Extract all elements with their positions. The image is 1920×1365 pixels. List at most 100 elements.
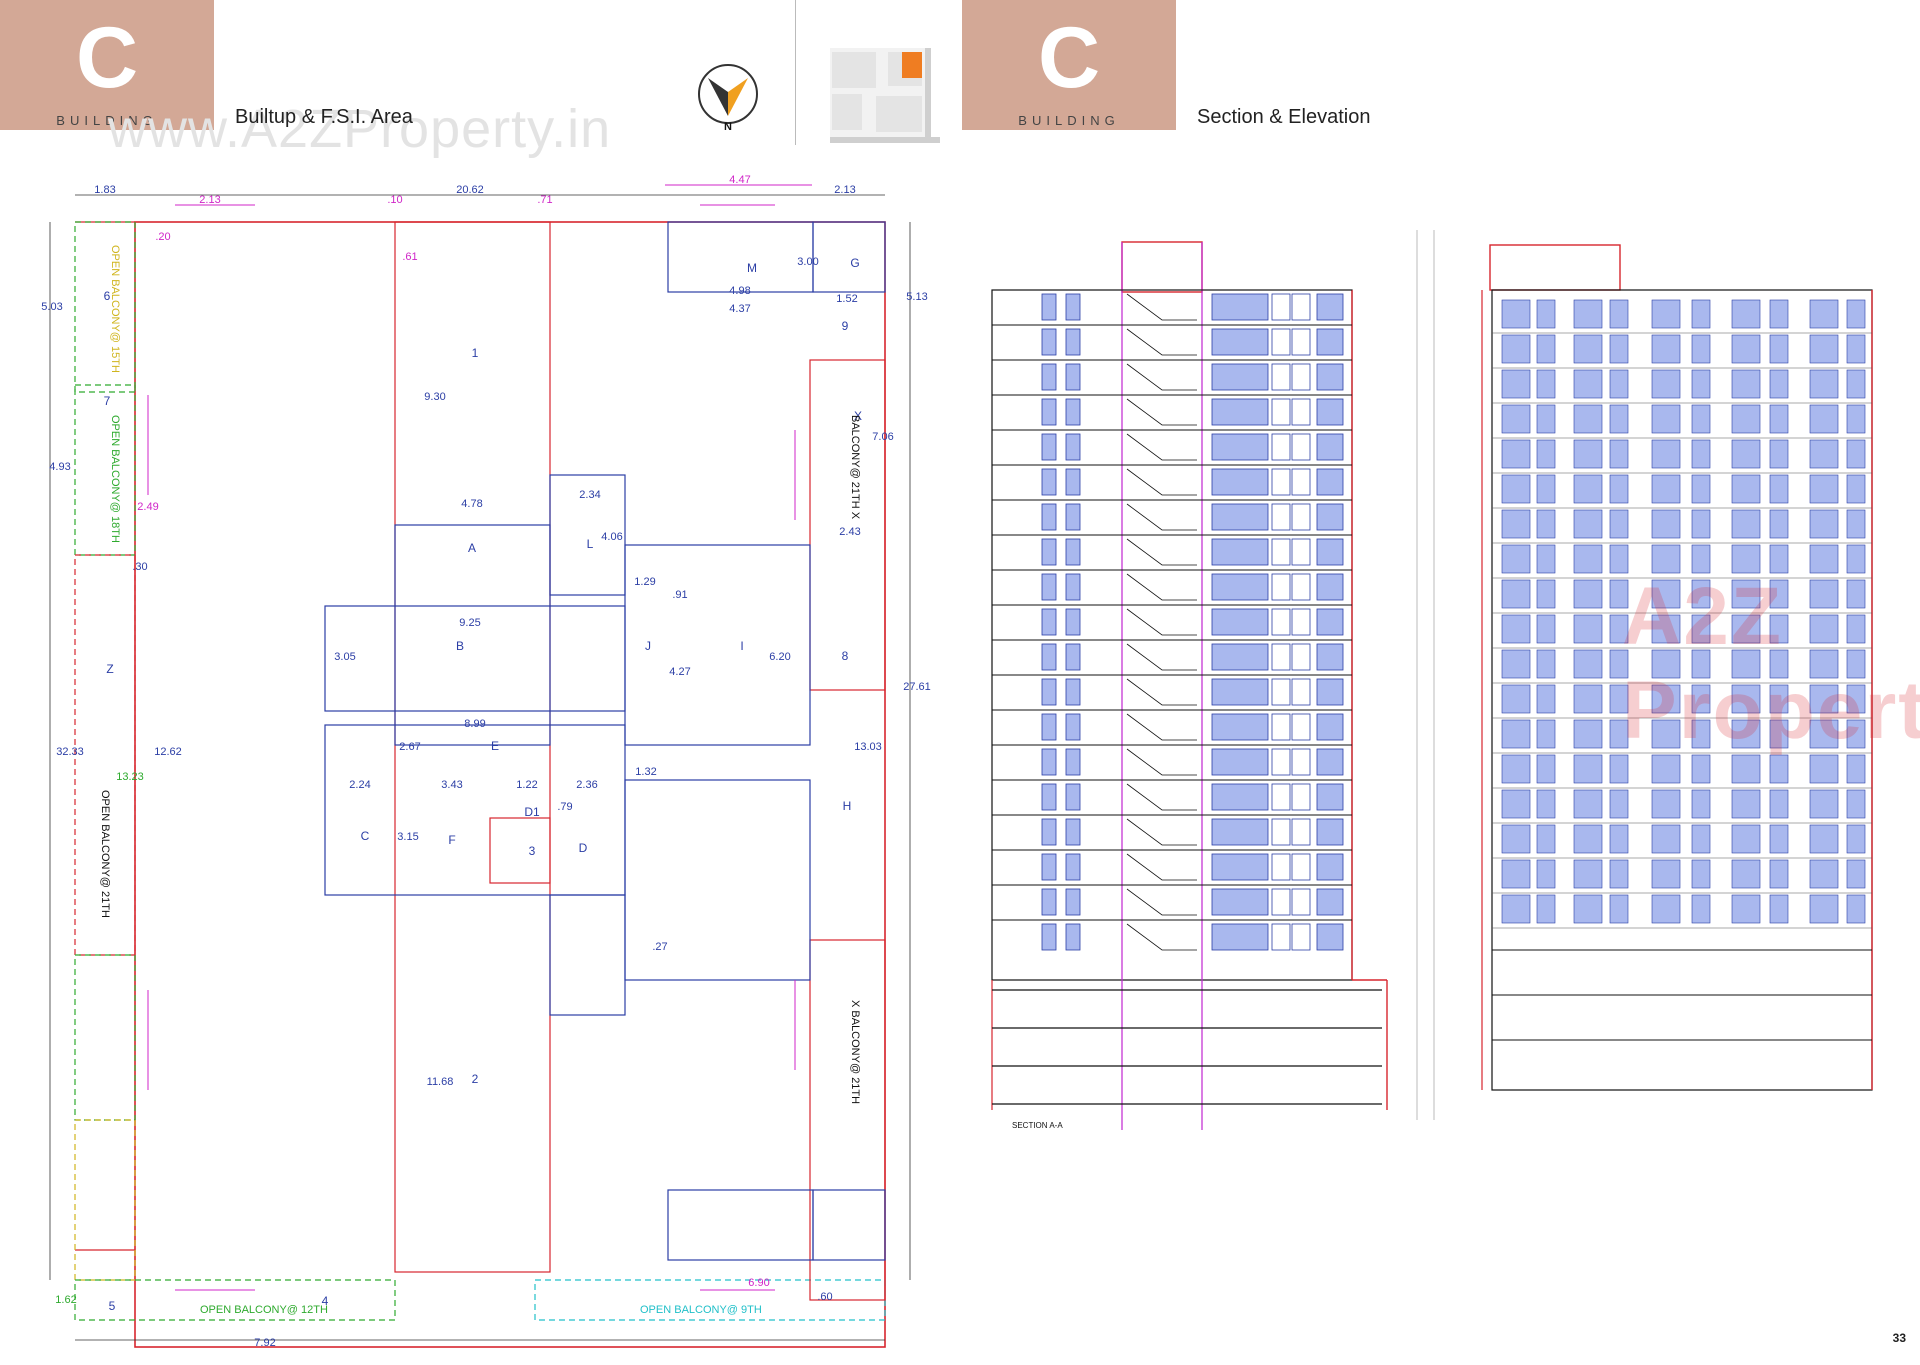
svg-text:D: D — [579, 841, 588, 855]
elevation-window — [1609, 579, 1629, 609]
elevation-window — [1501, 579, 1531, 609]
elevation-window — [1809, 824, 1839, 854]
elevation-window — [1501, 614, 1531, 644]
section-window — [1041, 538, 1057, 566]
svg-text:2.67: 2.67 — [399, 741, 420, 753]
section-window — [1041, 398, 1057, 426]
stair-flight — [1126, 573, 1197, 601]
svg-text:.30: .30 — [132, 561, 147, 573]
elevation-window — [1536, 614, 1556, 644]
elevation-window — [1731, 544, 1761, 574]
elevation-window — [1809, 404, 1839, 434]
elevation-window — [1769, 754, 1789, 784]
svg-text:2.24: 2.24 — [349, 779, 370, 791]
elevation-window — [1809, 684, 1839, 714]
elevation-window — [1501, 684, 1531, 714]
svg-text:7.06: 7.06 — [872, 431, 893, 443]
section-window — [1291, 643, 1311, 671]
elevation-window — [1809, 509, 1839, 539]
section-window — [1271, 363, 1291, 391]
elevation-window — [1536, 824, 1556, 854]
elevation-window — [1609, 789, 1629, 819]
section-window — [1041, 888, 1057, 916]
section-window — [1291, 923, 1311, 951]
section-window — [1041, 853, 1057, 881]
svg-text:A: A — [468, 541, 476, 555]
elevation-window — [1731, 579, 1761, 609]
elevation-window — [1501, 299, 1531, 329]
elevation-window — [1809, 719, 1839, 749]
svg-text:27.61: 27.61 — [903, 681, 931, 693]
svg-text:.20: .20 — [155, 231, 170, 243]
elevation-window — [1731, 404, 1761, 434]
elevation-window — [1651, 754, 1681, 784]
elevation-window — [1609, 299, 1629, 329]
elevation-window — [1731, 439, 1761, 469]
elevation-window — [1809, 369, 1839, 399]
elevation-window — [1691, 509, 1711, 539]
section-window — [1271, 853, 1291, 881]
svg-text:3.05: 3.05 — [334, 651, 355, 663]
elevation-window — [1731, 649, 1761, 679]
section-window — [1271, 923, 1291, 951]
elevation-window — [1609, 369, 1629, 399]
section-window — [1065, 293, 1081, 321]
elevation-window — [1573, 474, 1603, 504]
section-view: SECTION A-A — [991, 230, 1435, 1130]
elevation-floors — [1492, 299, 1872, 1041]
section-window — [1291, 293, 1311, 321]
section-window — [1211, 468, 1269, 496]
elevation-window — [1536, 404, 1556, 434]
elevation-window — [1769, 579, 1789, 609]
section-window — [1211, 678, 1269, 706]
section-window — [1065, 398, 1081, 426]
svg-text:5.13: 5.13 — [906, 291, 927, 303]
north-compass-icon: N — [698, 64, 758, 132]
elevation-window — [1731, 859, 1761, 889]
svg-text:6.20: 6.20 — [769, 651, 790, 663]
elevation-window — [1536, 789, 1556, 819]
section-window — [1041, 293, 1057, 321]
svg-text:H: H — [843, 799, 852, 813]
building-word: BUILDING — [56, 113, 158, 128]
elevation-window — [1651, 824, 1681, 854]
elevation-window — [1651, 649, 1681, 679]
stair-flight — [1126, 433, 1197, 461]
stair-flight — [1126, 503, 1197, 531]
elevation-window — [1501, 474, 1531, 504]
svg-text:2.34: 2.34 — [579, 489, 600, 501]
section-window — [1211, 783, 1269, 811]
section-window — [1291, 573, 1311, 601]
elevation-window — [1691, 684, 1711, 714]
section-window — [1041, 923, 1057, 951]
elevation-window — [1651, 789, 1681, 819]
section-window — [1041, 608, 1057, 636]
section-window — [1065, 433, 1081, 461]
elevation-window — [1536, 894, 1556, 924]
elevation-window — [1501, 509, 1531, 539]
elevation-window — [1846, 754, 1866, 784]
elevation-window — [1573, 649, 1603, 679]
section-window — [1291, 713, 1311, 741]
section-window — [1291, 433, 1311, 461]
section-window — [1316, 853, 1344, 881]
elevation-window — [1809, 299, 1839, 329]
section-window — [1211, 713, 1269, 741]
elevation-window — [1691, 824, 1711, 854]
elevation-window — [1846, 439, 1866, 469]
elevation-window — [1536, 369, 1556, 399]
elevation-window — [1769, 334, 1789, 364]
floor-plan-drawing: 1.83 20.62 2.13 4.47 2.13 .10 .71 .20 .6… — [41, 174, 931, 1349]
section-window — [1065, 678, 1081, 706]
elevation-window — [1809, 894, 1839, 924]
elevation-window — [1809, 789, 1839, 819]
elevation-window — [1536, 439, 1556, 469]
svg-text:B: B — [456, 639, 464, 653]
svg-text:2.43: 2.43 — [839, 526, 860, 538]
section-window — [1041, 328, 1057, 356]
svg-text:11.68: 11.68 — [427, 1076, 454, 1088]
section-window — [1316, 363, 1344, 391]
svg-text:2.13: 2.13 — [199, 194, 220, 206]
elevation-window — [1651, 299, 1681, 329]
elevation-window — [1501, 544, 1531, 574]
